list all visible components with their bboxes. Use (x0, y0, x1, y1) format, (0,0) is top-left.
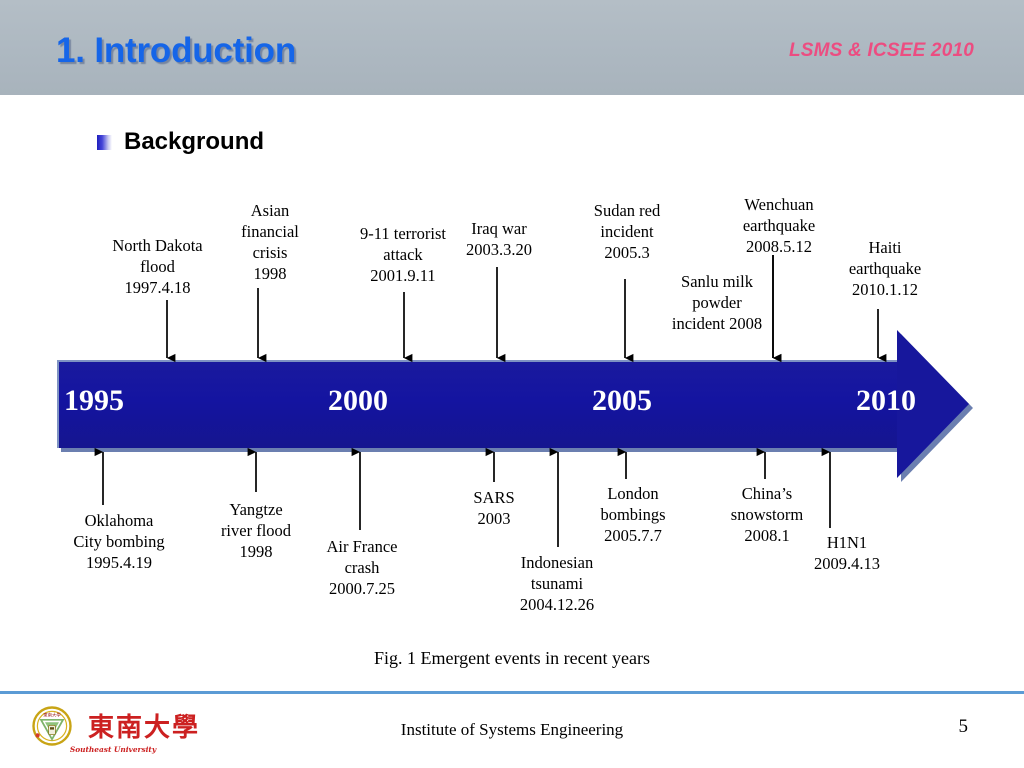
slide-header-banner: 1. Introduction LSMS & ICSEE 2010 (0, 0, 1024, 95)
event-label: North Dakota flood 1997.4.18 (112, 236, 203, 297)
logo-subtitle: Southeast University (70, 745, 157, 754)
gradient-square-bullet-icon (97, 134, 112, 150)
timeline-figure: 1995 2000 2005 2010 North Dakota flood 1997… (57, 195, 973, 668)
event-label: Wenchuan earthquake 2008.5.12 (742, 195, 816, 256)
event-label: 9-11 terrorist attack 2001.9.11 (360, 224, 446, 285)
footer-institute-label: Institute of Systems Engineering (400, 720, 624, 739)
event-label: Air France crash 2000.7.25 (326, 537, 398, 598)
event-label: Sudan red incident 2005.3 (593, 201, 661, 262)
svg-text:東南大學: 東南大學 (43, 711, 61, 718)
timeline-year-2005: 2005 (592, 384, 652, 417)
timeline-year-2000: 2000 (328, 384, 388, 417)
event-label: China’s snowstorm 2008.1 (730, 484, 804, 545)
timeline-arrowhead-icon (897, 330, 969, 478)
event-label: Haiti earthquake 2010.1.12 (848, 238, 922, 299)
event-label: Sanlu milk powder incident 2008 (671, 272, 763, 333)
logo-chinese-name: 東南大學 (88, 713, 200, 743)
event-label: Iraq war 2003.3.20 (466, 219, 532, 259)
event-label: H1N1 2009.4.13 (814, 533, 880, 573)
event-label: London bombings 2005.7.7 (600, 484, 666, 545)
page-title: 1. Introduction (56, 31, 297, 70)
event-label: Yangtze river flood 1998 (220, 500, 292, 561)
figure-caption: Fig. 1 Emergent events in recent years (373, 648, 651, 668)
timeline-year-1995: 1995 (64, 384, 124, 417)
footer-divider (0, 691, 1024, 694)
event-label: SARS 2003 (473, 488, 515, 528)
event-label: Indonesian tsunami 2004.12.26 (519, 553, 595, 614)
southeast-university-logo: 東南大學 東南大學 Southeast University (28, 702, 208, 760)
event-label: Oklahoma City bombing 1995.4.19 (73, 511, 165, 572)
conference-label: LSMS & ICSEE 2010 (788, 40, 974, 61)
timeline-bar (57, 360, 901, 448)
timeline-year-2010: 2010 (856, 384, 916, 417)
slide-footer: 東南大學 東南大學 Southeast University Institute… (0, 694, 1024, 768)
event-label: Asian financial crisis 1998 (241, 201, 299, 283)
section-heading: Background (97, 128, 264, 156)
page-number: 5 (958, 716, 969, 737)
section-heading-label: Background (124, 128, 265, 155)
